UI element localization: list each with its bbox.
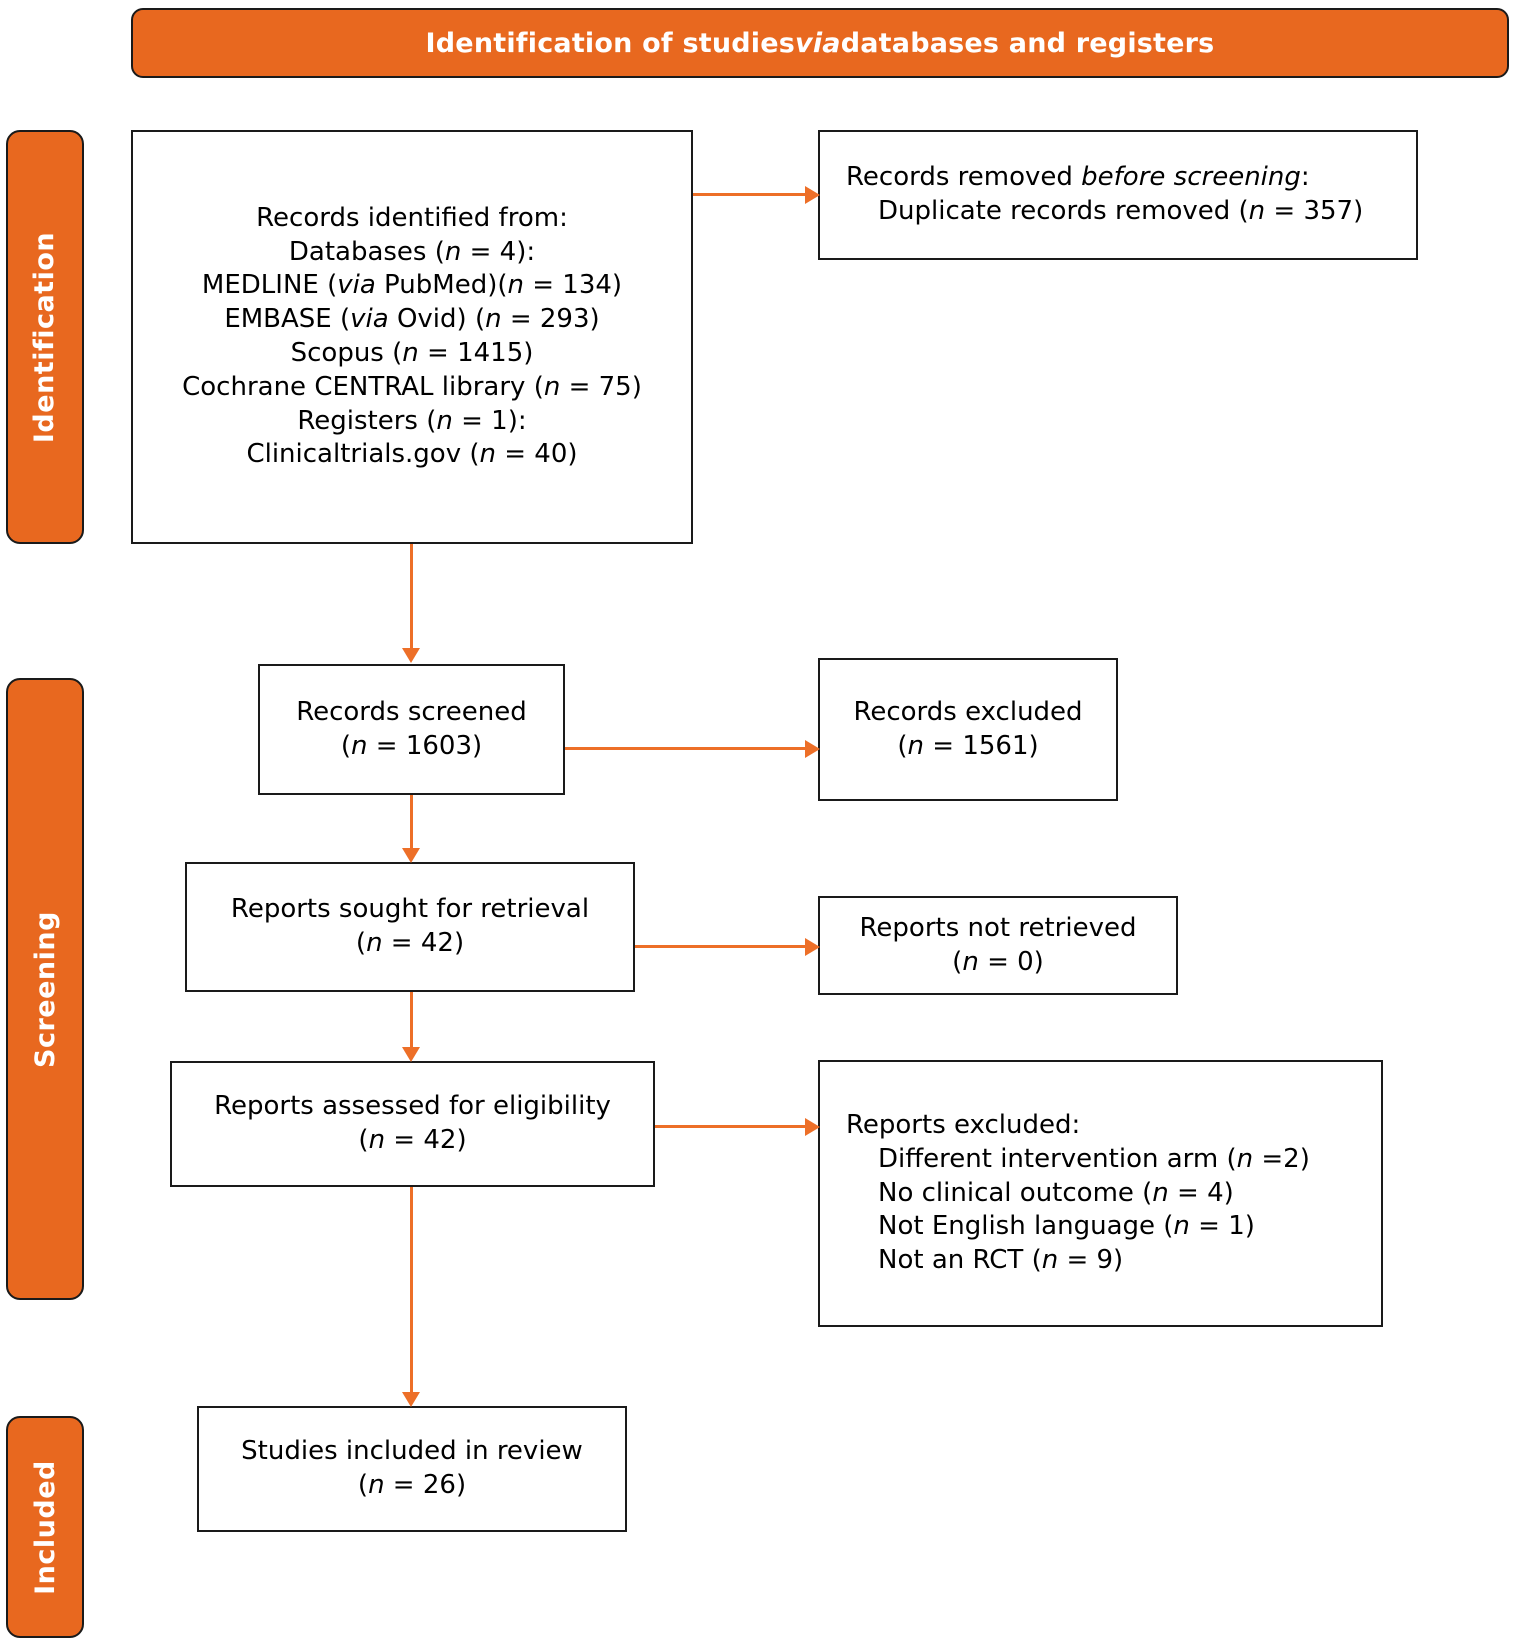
records-removed-box: Records removed before screening: Duplic… (818, 130, 1418, 260)
banner-text-italic: via (795, 27, 841, 59)
records-excluded-box: Records excluded (n = 1561) (818, 658, 1118, 801)
studies-included-box: Studies included in review (n = 26) (197, 1406, 627, 1532)
connector-screened-to-excluded (565, 747, 805, 750)
records-identified-line-0: Records identified from: (256, 202, 568, 233)
stage-label-included: Included (29, 1459, 61, 1595)
records-identified-box: Records identified from: Databases (n = … (131, 130, 693, 544)
stage-label-identification: Identification (29, 231, 61, 443)
reports-not-retrieved-box: Reports not retrieved (n = 0) (818, 896, 1178, 995)
records-identified-line-2: MEDLINE (via PubMed)(n = 134) (201, 270, 623, 301)
arrowhead-assessed-to-included (402, 1392, 420, 1407)
reports-excluded-title: Reports excluded: (846, 1110, 1081, 1140)
banner-text-before: Identification of studies (425, 27, 796, 59)
connector-sought-to-notretrieved (635, 945, 805, 948)
arrowhead-identified-to-screened (402, 648, 420, 663)
connector-assessed-to-reportsexcluded (655, 1125, 805, 1128)
connector-screened-to-sought (410, 795, 413, 848)
records-screened-count: (n = 1603) (340, 730, 483, 761)
banner-text-after: databases and registers (840, 27, 1215, 59)
diagram-header-banner: Identification of studies via databases … (131, 8, 1509, 78)
arrowhead-screened-to-excluded (805, 740, 820, 758)
reports-excluded-item-3: Not an RCT (n = 9) (878, 1245, 1124, 1276)
records-excluded-label: Records excluded (853, 696, 1083, 727)
arrowhead-identified-to-removed (805, 186, 820, 204)
reports-not-retrieved-count: (n = 0) (952, 946, 1044, 977)
reports-sought-box: Reports sought for retrieval (n = 42) (185, 862, 635, 992)
reports-sought-count: (n = 42) (355, 928, 465, 958)
records-identified-line-1: Databases (n = 4): (288, 236, 536, 267)
arrowhead-sought-to-notretrieved (805, 938, 820, 956)
connector-identified-to-screened (410, 544, 413, 648)
records-screened-label: Records screened (296, 696, 527, 727)
stage-bar-identification: Identification (6, 130, 84, 544)
arrowhead-assessed-to-reportsexcluded (805, 1118, 820, 1136)
studies-included-count: (n = 26) (357, 1470, 467, 1500)
reports-excluded-item-2: Not English language (n = 1) (878, 1211, 1255, 1242)
arrowhead-sought-to-assessed (402, 1047, 420, 1062)
connector-identified-to-removed (693, 193, 805, 196)
arrowhead-screened-to-sought (402, 848, 420, 863)
reports-excluded-item-0: Different intervention arm (n =2) (878, 1143, 1310, 1174)
connector-sought-to-assessed (410, 992, 413, 1047)
reports-assessed-label: Reports assessed for eligibility (214, 1091, 611, 1122)
records-removed-item-0: Duplicate records removed (n = 357) (878, 196, 1364, 226)
reports-sought-label: Reports sought for retrieval (230, 894, 590, 925)
stage-bar-screening: Screening (6, 678, 84, 1300)
connector-assessed-to-included (410, 1187, 413, 1392)
records-screened-box: Records screened (n = 1603) (258, 664, 565, 795)
studies-included-label: Studies included in review (241, 1436, 583, 1467)
records-identified-line-4: Scopus (n = 1415) (290, 338, 534, 368)
stage-label-screening: Screening (29, 910, 61, 1068)
records-identified-line-5: Cochrane CENTRAL library (n = 75) (182, 371, 642, 402)
stage-bar-included: Included (6, 1416, 84, 1638)
reports-not-retrieved-label: Reports not retrieved (859, 912, 1137, 943)
reports-assessed-box: Reports assessed for eligibility (n = 42… (170, 1061, 655, 1187)
records-excluded-count: (n = 1561) (897, 730, 1039, 761)
reports-assessed-count: (n = 42) (358, 1125, 467, 1155)
records-identified-line-6: Registers (n = 1): (297, 405, 527, 436)
records-identified-line-7: Clinicaltrials.gov (n = 40) (246, 439, 578, 470)
reports-excluded-item-1: No clinical outcome (n = 4) (878, 1177, 1234, 1208)
reports-excluded-box: Reports excluded: Different intervention… (818, 1060, 1383, 1327)
records-removed-title: Records removed before screening: (846, 162, 1310, 193)
records-identified-line-3: EMBASE (via Ovid) (n = 293) (224, 304, 600, 335)
